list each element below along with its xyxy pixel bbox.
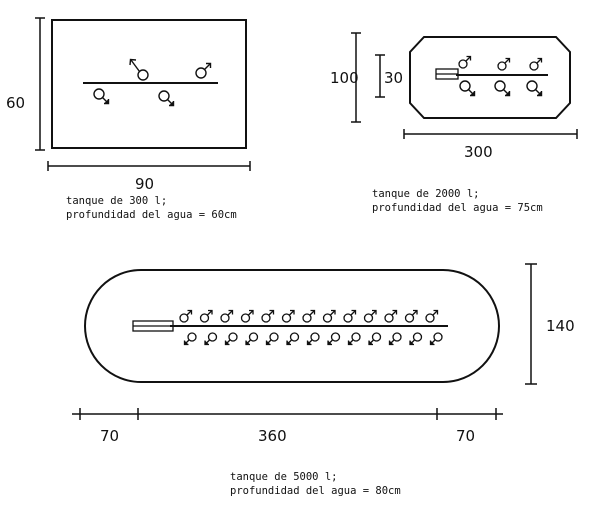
tank-large-males [179, 309, 439, 323]
female-symbol-icon [429, 332, 443, 346]
tank-large-height-label: 140 [546, 317, 575, 335]
tank-medium-caption-line2: profundidad del agua = 75cm [372, 202, 543, 214]
tank-large-width-dimension [72, 408, 503, 420]
male-symbol-icon [179, 309, 193, 323]
male-symbol-icon [129, 58, 149, 81]
female-symbol-icon [224, 332, 238, 346]
male-symbol-icon [384, 309, 398, 323]
female-symbol-icon [158, 90, 175, 107]
tank-small-outline [51, 19, 247, 149]
male-symbol-icon [343, 309, 357, 323]
male-symbol-icon [404, 309, 418, 323]
female-symbol-icon [327, 332, 341, 346]
tank-large-height-dimension [525, 263, 537, 385]
tank-large: 140 70 360 70 tanque de 5000 l; profundi… [72, 263, 575, 497]
tank-large-caption-line2: profundidad del agua = 80cm [230, 485, 401, 497]
tank-large-left-label: 70 [100, 427, 119, 445]
male-symbol-icon [302, 309, 316, 323]
tank-medium-height-label: 100 [330, 69, 359, 87]
female-symbol-icon [494, 80, 511, 97]
tank-large-caption-line1: tanque de 5000 l; [230, 471, 337, 483]
tank-small: 60 90 tanque de 300 l; profundidad del a… [6, 17, 251, 221]
tank-medium-inner-dimension [375, 54, 385, 98]
male-symbol-icon [195, 62, 212, 79]
female-symbol-icon [526, 80, 543, 97]
tank-medium-height-dimension [351, 32, 361, 123]
female-symbol-icon [93, 88, 110, 105]
female-symbol-icon [204, 332, 218, 346]
tank-medium-width-label: 300 [464, 143, 493, 161]
male-symbol-icon [281, 309, 295, 323]
female-symbol-icon [347, 332, 361, 346]
female-symbol-icon [409, 332, 423, 346]
female-symbol-icon [459, 80, 476, 97]
tank-small-height-dimension [35, 17, 45, 151]
female-symbol-icon [245, 332, 259, 346]
tank-medium-caption-line1: tanque de 2000 l; [372, 188, 479, 200]
tank-large-females [183, 332, 443, 346]
tank-large-inlet-pipe [132, 320, 174, 332]
male-symbol-icon [529, 57, 543, 71]
female-symbol-icon [265, 332, 279, 346]
tank-medium-inner-label: 30 [384, 69, 403, 87]
female-symbol-icon [306, 332, 320, 346]
tank-small-height-label: 60 [6, 94, 25, 112]
tank-large-outline [84, 269, 500, 383]
male-symbol-icon [240, 309, 254, 323]
male-symbol-icon [322, 309, 336, 323]
female-symbol-icon [388, 332, 402, 346]
tank-large-right-label: 70 [456, 427, 475, 445]
male-symbol-icon [261, 309, 275, 323]
male-symbol-icon [497, 57, 511, 71]
tank-large-center-label: 360 [258, 427, 287, 445]
tank-medium-inlet-pipe [435, 68, 459, 80]
tank-small-caption-line1: tanque de 300 l; [66, 195, 167, 207]
female-symbol-icon [368, 332, 382, 346]
tank-small-caption-line2: profundidad del agua = 60cm [66, 209, 237, 221]
male-symbol-icon [199, 309, 213, 323]
tank-medium: 100 30 300 tanque de 2000 l; profundidad… [330, 32, 578, 214]
tank-medium-width-dimension [403, 129, 578, 139]
female-symbol-icon [286, 332, 300, 346]
tank-small-width-dimension [47, 161, 251, 171]
male-symbol-icon [458, 55, 472, 69]
male-symbol-icon [363, 309, 377, 323]
male-symbol-icon [425, 309, 439, 323]
male-symbol-icon [220, 309, 234, 323]
tank-medium-outline [409, 36, 571, 119]
female-symbol-icon [183, 332, 197, 346]
tank-small-width-label: 90 [135, 175, 154, 193]
